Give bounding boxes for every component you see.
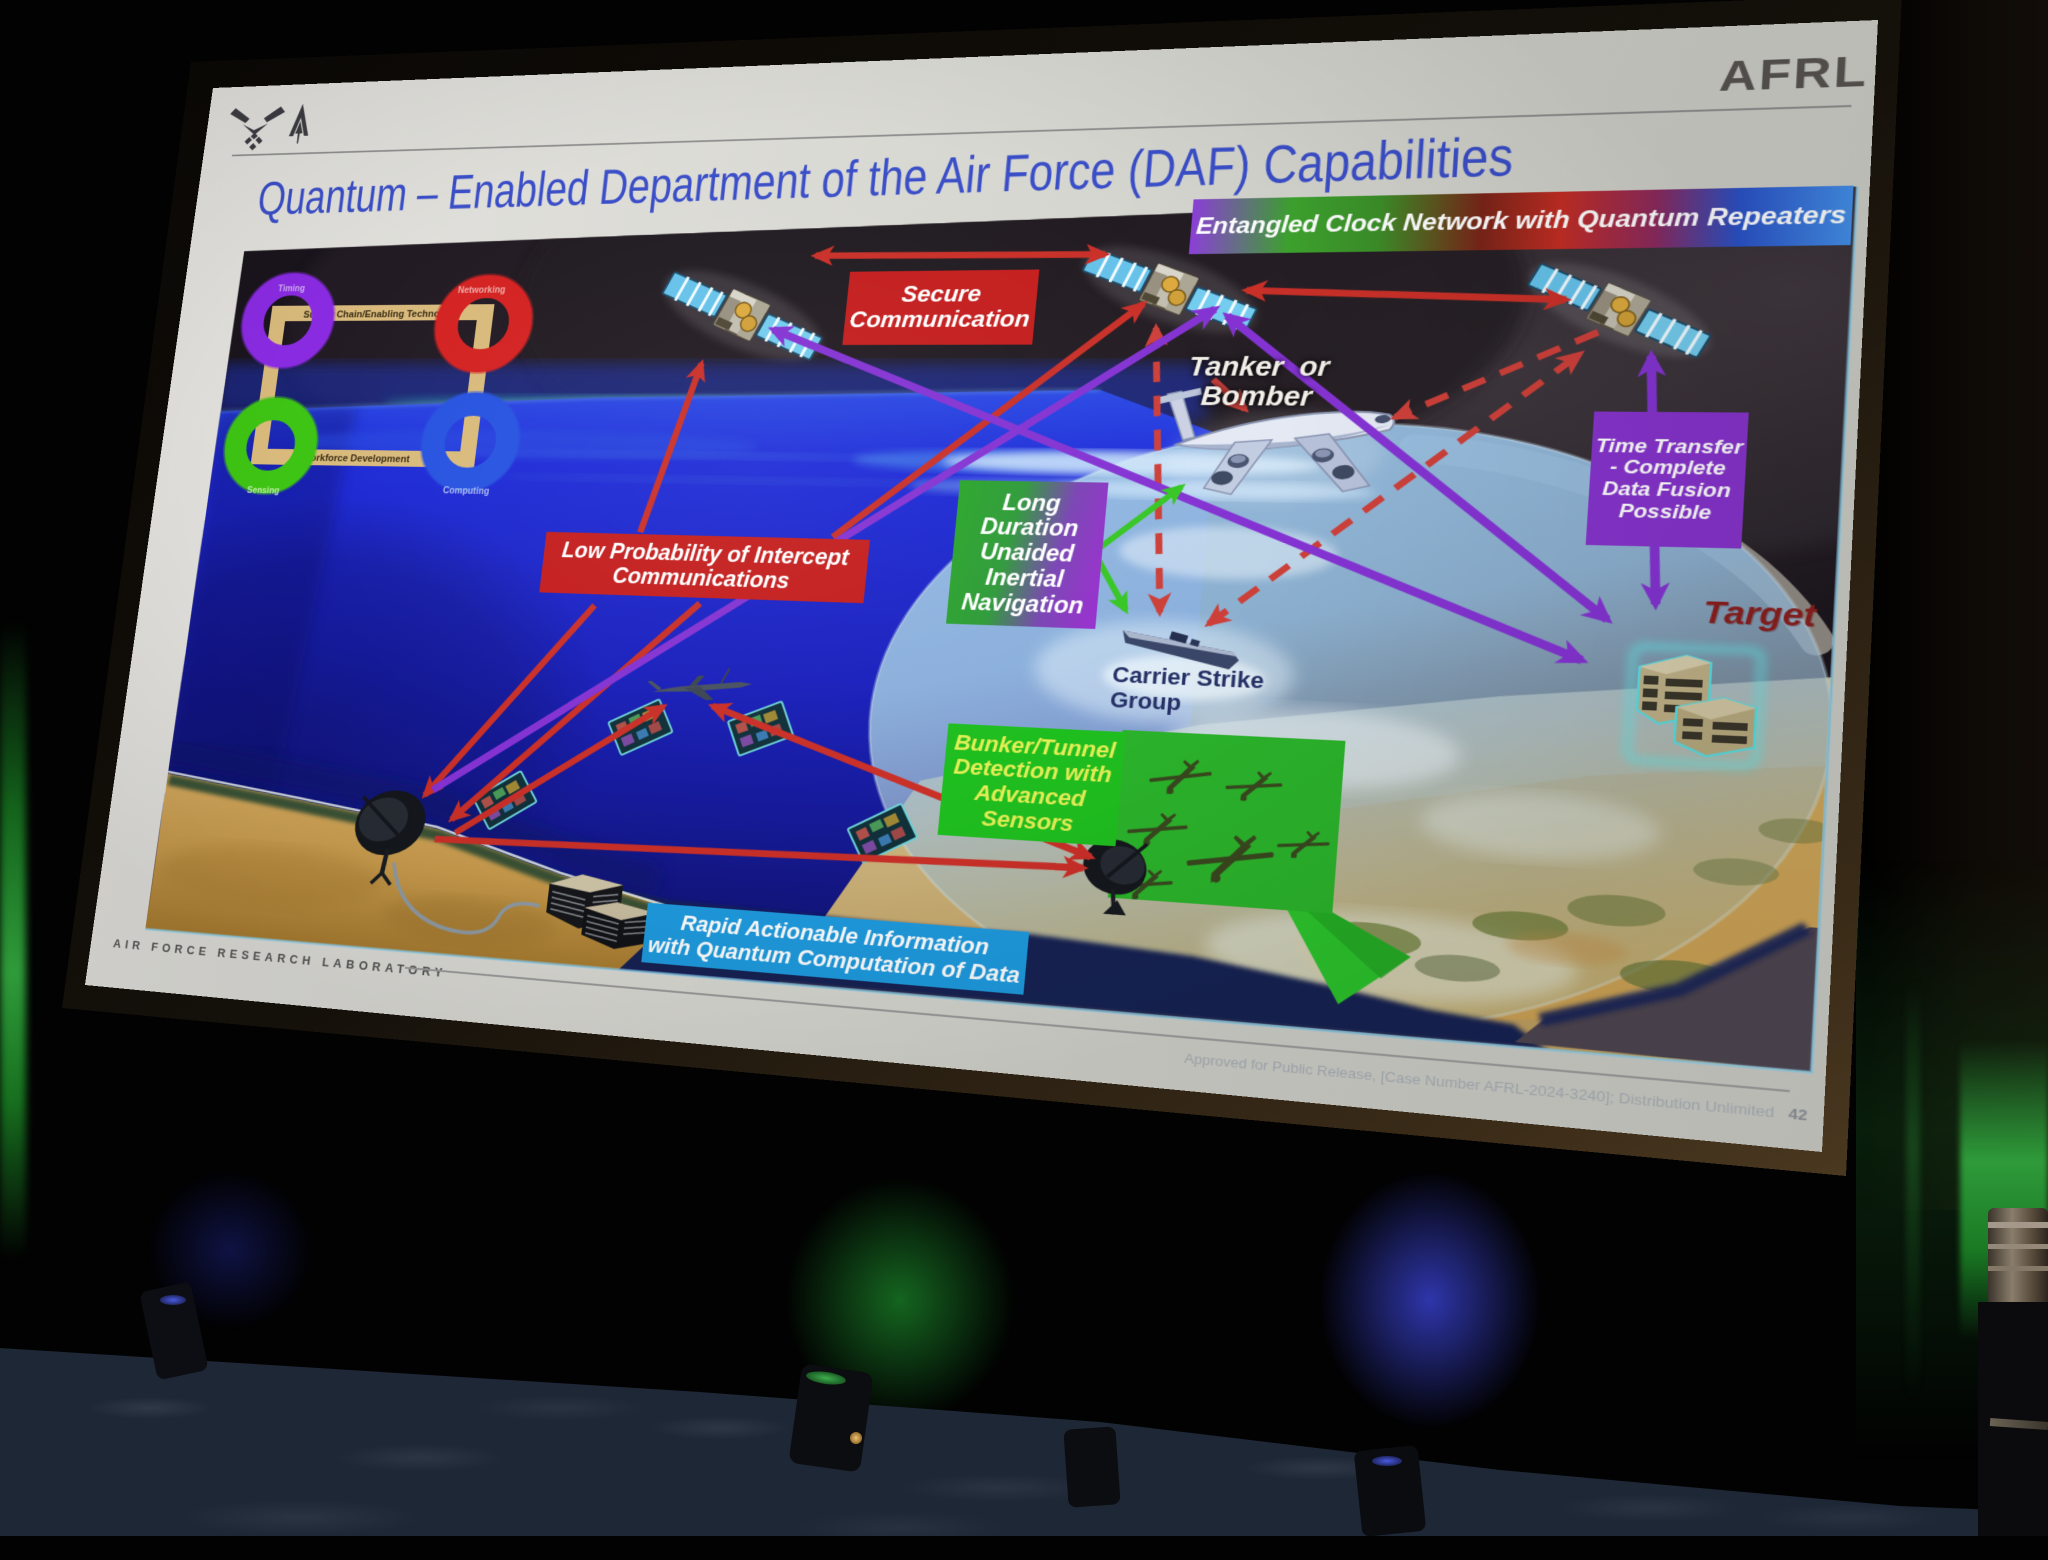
svg-text:Timing: Timing [277, 284, 305, 294]
svg-text:Computing: Computing [442, 485, 490, 496]
svg-text:Supply Chain/Enabling Technolo: Supply Chain/Enabling Technology [303, 308, 460, 320]
svg-text:Workforce Development: Workforce Development [302, 452, 411, 465]
svg-text:Sensing: Sensing [246, 485, 280, 495]
svg-text:Networking: Networking [457, 285, 506, 295]
